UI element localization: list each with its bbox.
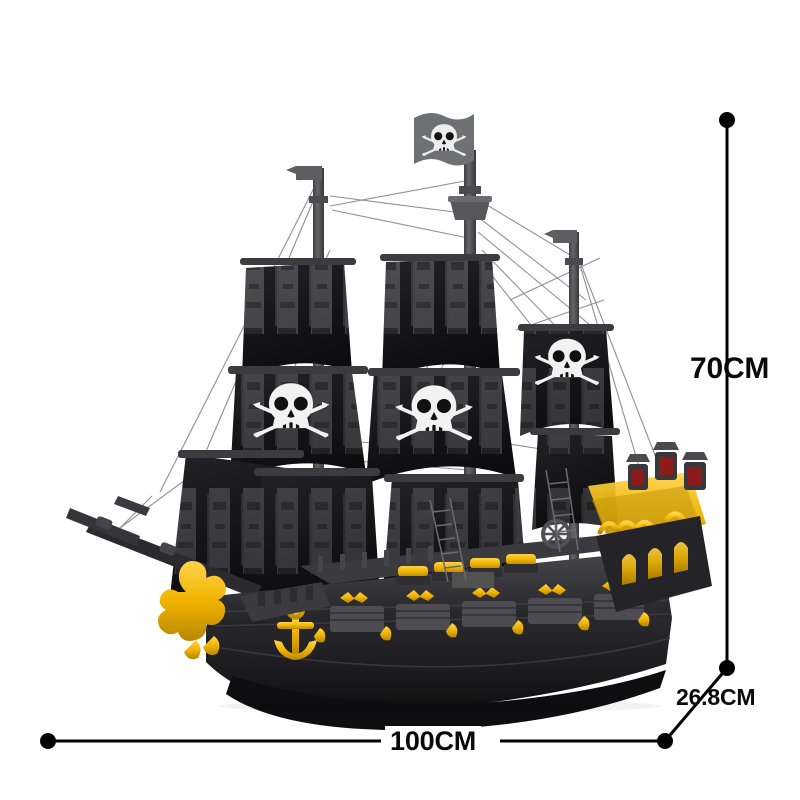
gold-figurehead bbox=[158, 561, 226, 660]
jolly-roger-flag bbox=[414, 112, 474, 166]
stern-lanterns bbox=[626, 442, 708, 490]
yard-arms bbox=[178, 254, 620, 482]
sail-main-center bbox=[366, 372, 516, 484]
stern-gold-scrollwork bbox=[597, 511, 687, 535]
sail-mizzen bbox=[520, 328, 614, 436]
mizzen-pennant bbox=[544, 230, 577, 243]
sail-main-top bbox=[382, 258, 500, 380]
stern-windows bbox=[622, 542, 688, 585]
deck-cannons bbox=[398, 554, 536, 577]
rope-ladders bbox=[429, 467, 579, 583]
main-deck bbox=[300, 536, 626, 588]
foremast-pennant bbox=[286, 166, 322, 180]
hull bbox=[206, 556, 672, 731]
sail-fore-top bbox=[242, 262, 352, 378]
lower-cannons bbox=[314, 612, 650, 643]
forecastle bbox=[240, 582, 330, 622]
stern-castle bbox=[541, 442, 712, 612]
crows-nest bbox=[448, 196, 492, 220]
